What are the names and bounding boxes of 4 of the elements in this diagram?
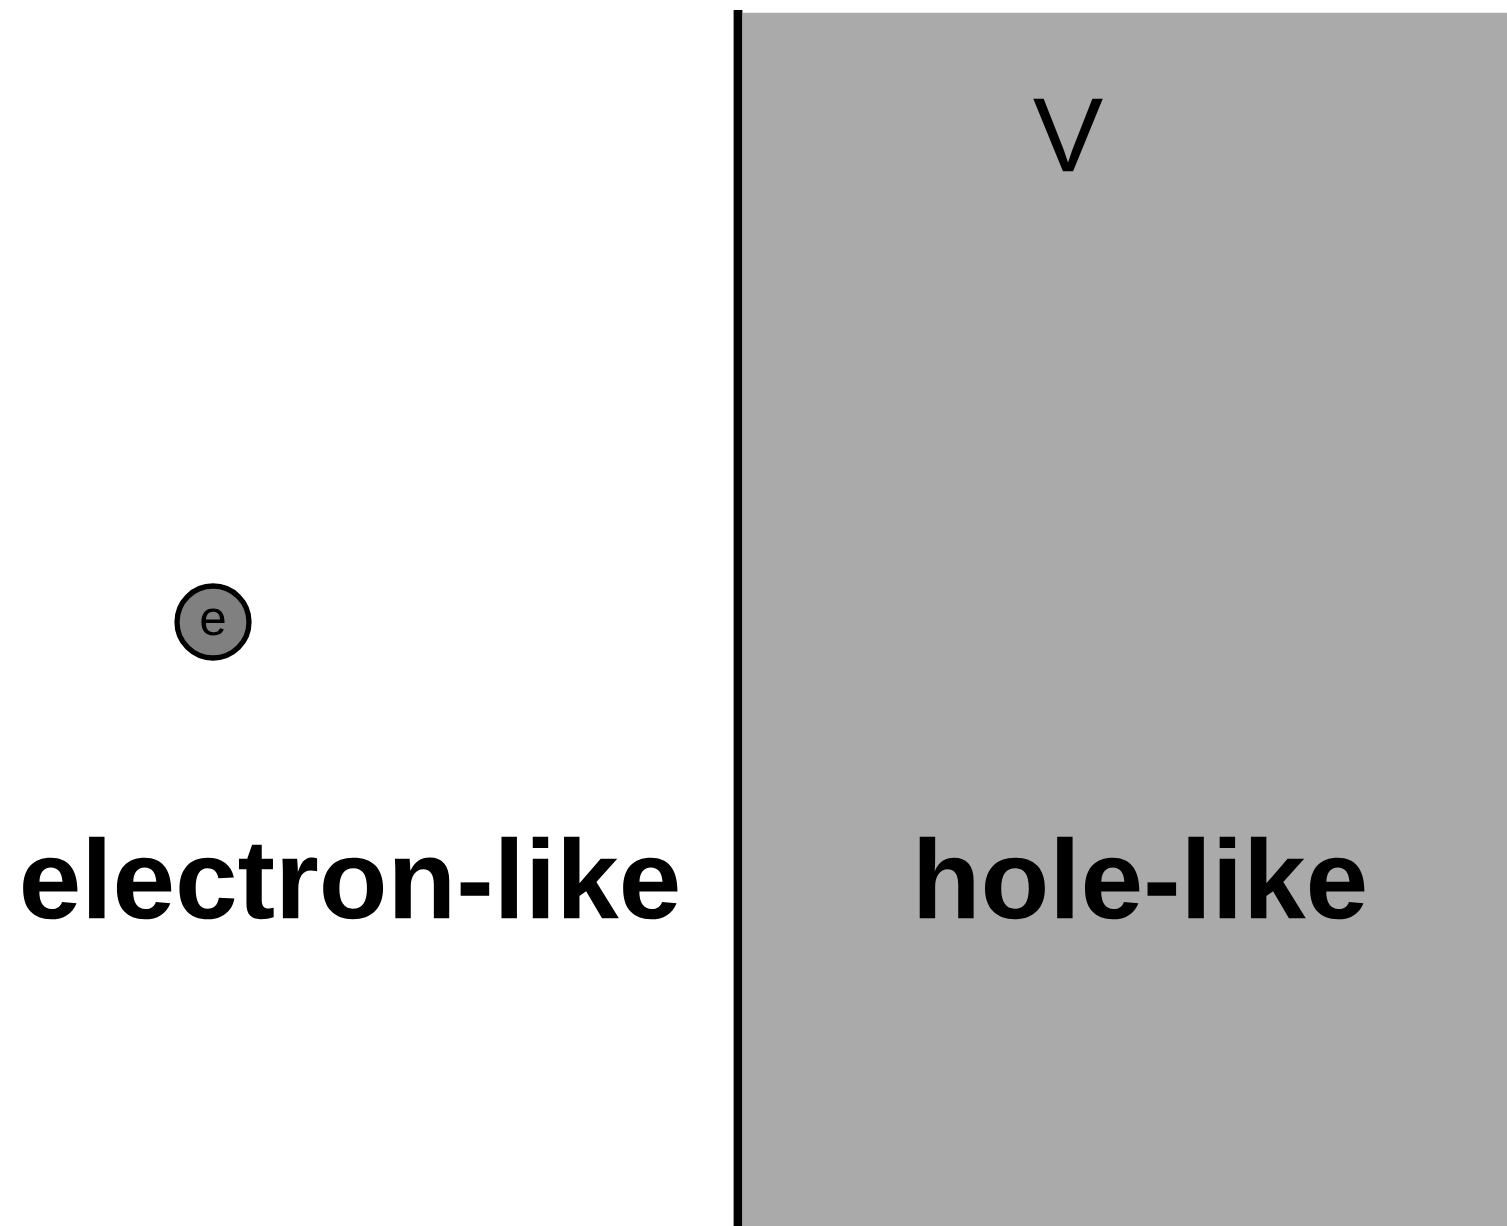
- shaded-panel: [742, 12, 1507, 1226]
- panel-label: hole-like: [919, 836, 1365, 920]
- panel-symbol: V: [1033, 98, 1103, 172]
- region-label: electron-like: [23, 836, 678, 920]
